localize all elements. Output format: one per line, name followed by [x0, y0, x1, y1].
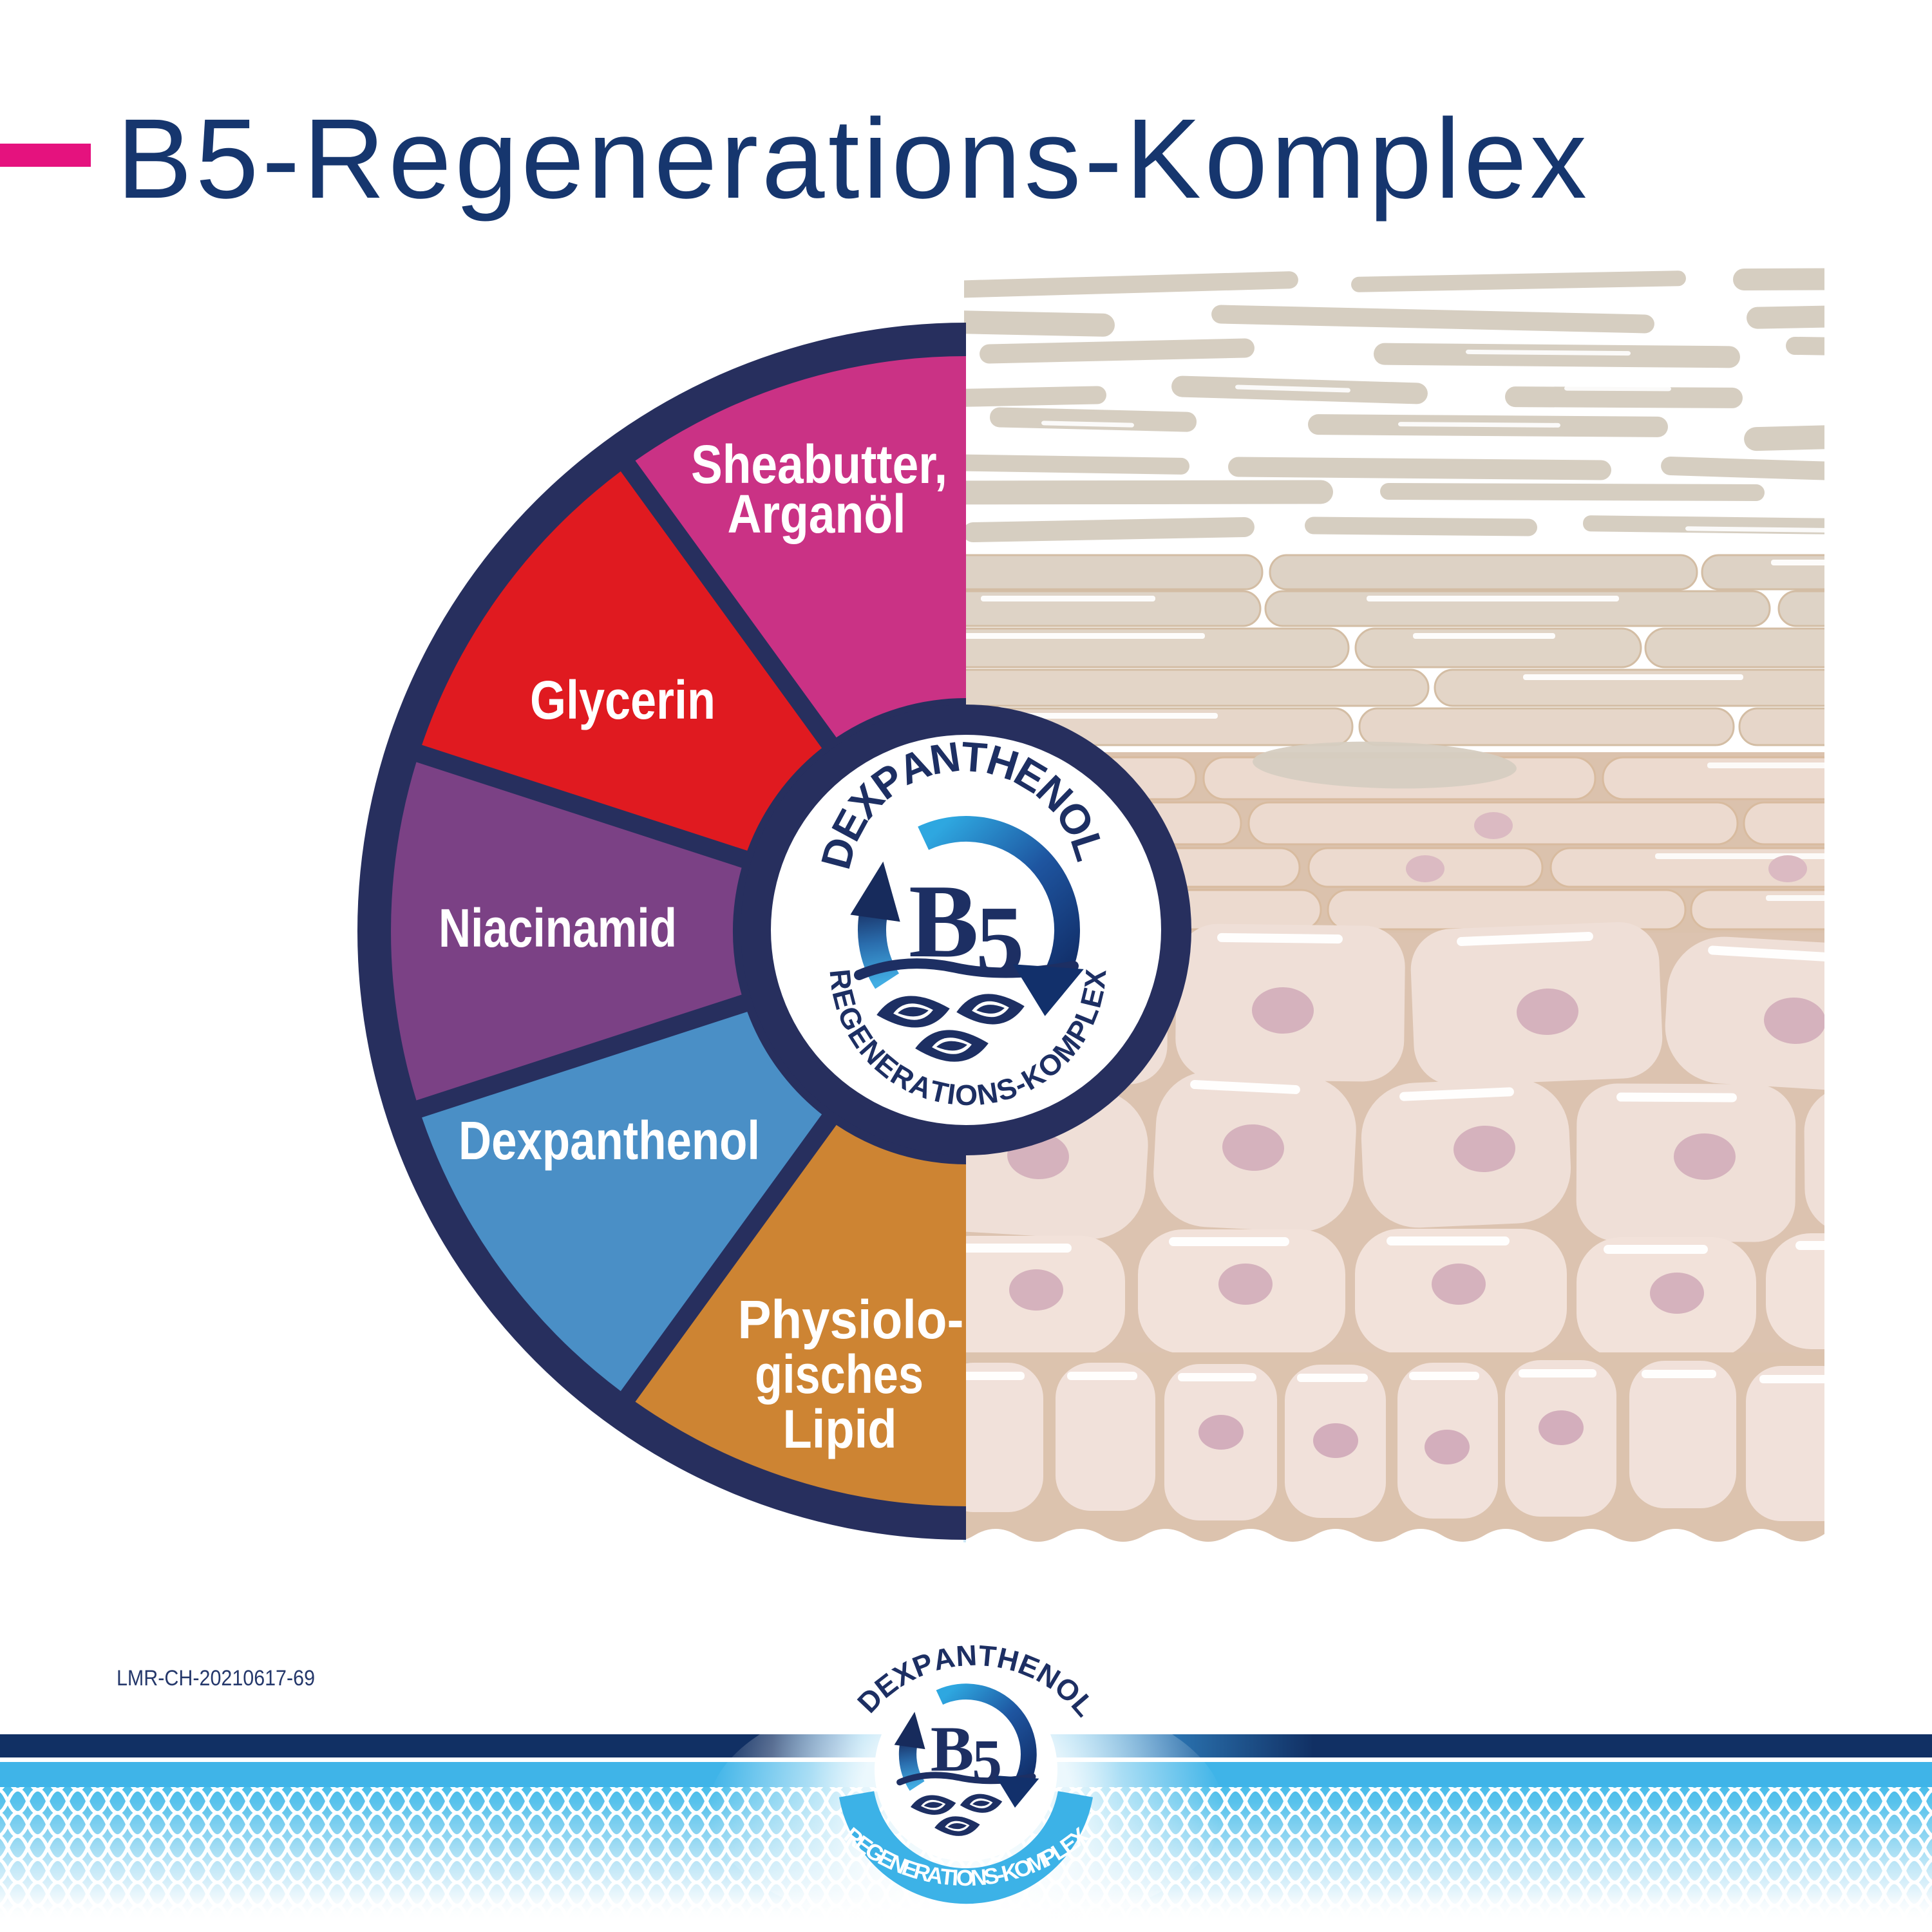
svg-text:Niacinamid: Niacinamid — [439, 898, 677, 958]
svg-text:N: N — [974, 1075, 1000, 1111]
svg-text:X: X — [1078, 968, 1113, 990]
svg-text:N: N — [955, 1638, 978, 1672]
svg-text:B5-Regenerations-Komplex: B5-Regenerations-Komplex — [117, 96, 1587, 222]
svg-text:R: R — [823, 968, 858, 992]
svg-text:T: T — [977, 1639, 998, 1673]
svg-text:O: O — [955, 1079, 978, 1112]
svg-text:T: T — [960, 733, 989, 782]
svg-text:Dexpanthenol: Dexpanthenol — [459, 1110, 760, 1171]
svg-text:gisches: gisches — [755, 1344, 923, 1405]
svg-text:N: N — [970, 1864, 988, 1891]
svg-text:Physiolo-: Physiolo- — [738, 1289, 964, 1350]
svg-text:T: T — [939, 1864, 955, 1890]
svg-text:N: N — [927, 733, 963, 784]
svg-text:Lipid: Lipid — [783, 1399, 897, 1459]
svg-text:Glycerin: Glycerin — [530, 670, 715, 730]
svg-text:O: O — [956, 1866, 974, 1891]
svg-text:LMR-CH-20210617-69: LMR-CH-20210617-69 — [117, 1666, 315, 1690]
svg-text:S: S — [982, 1863, 1001, 1890]
svg-text:Arganöl: Arganöl — [728, 484, 906, 544]
svg-text:I: I — [951, 1865, 959, 1891]
svg-text:Sheabutter,: Sheabutter, — [691, 434, 947, 495]
